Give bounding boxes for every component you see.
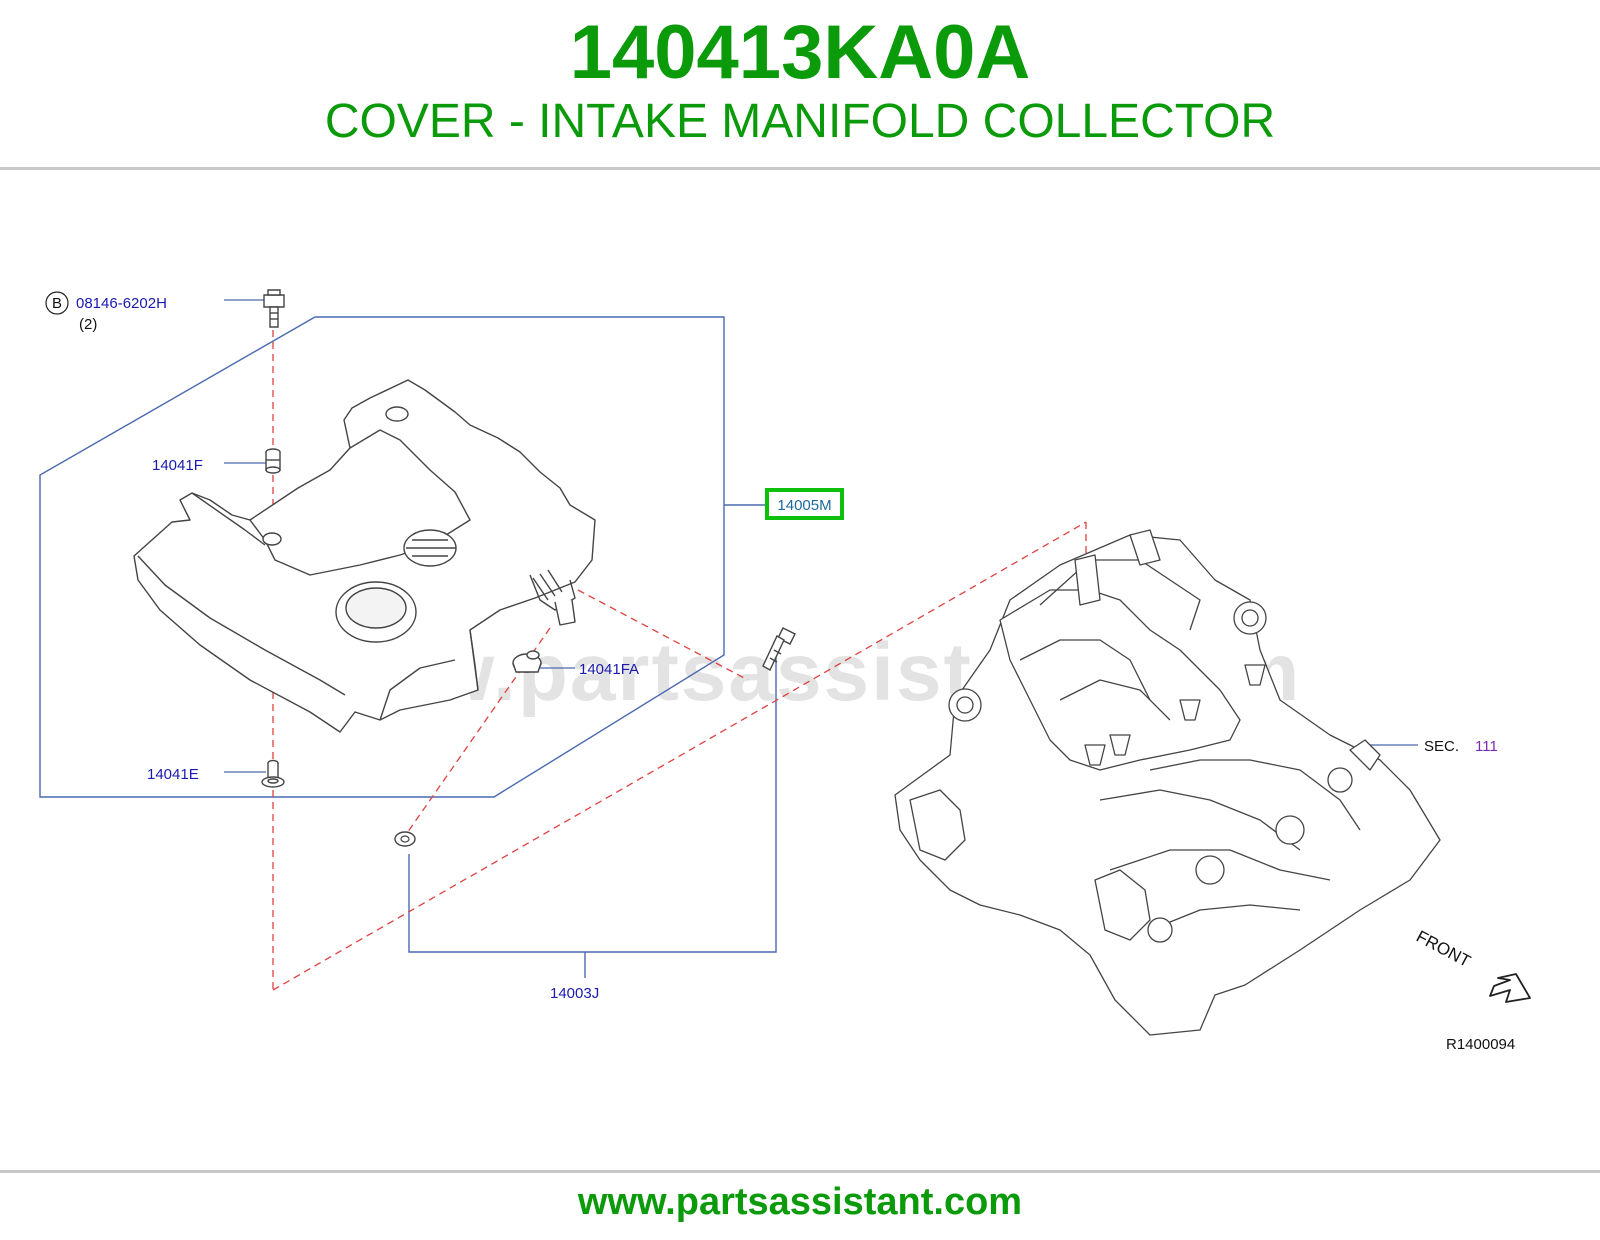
stud-icon: [762, 627, 796, 671]
bolt-icon: [263, 289, 285, 328]
header-divider: [0, 167, 1600, 170]
footer-divider: [0, 1170, 1600, 1173]
bolt-ref-circle: [45, 291, 69, 315]
sec-label: SEC.: [1424, 738, 1459, 755]
washer-hole: [400, 835, 410, 843]
engine-block-drawing: [894, 529, 1441, 1036]
bolt-ref-letter: B: [52, 295, 62, 312]
cover-part-number[interactable]: 14005M: [777, 497, 831, 514]
front-arrow-icon: [1489, 973, 1531, 1003]
engine-cover-drawing: [133, 379, 596, 733]
part-number-title: 140413KA0A: [569, 10, 1031, 95]
bolt-quantity: (2): [79, 316, 97, 333]
sec-number[interactable]: 111: [1475, 738, 1498, 755]
cover-assembly-outline: [39, 316, 725, 798]
grommet-fa-part-number[interactable]: 14041FA: [579, 661, 639, 678]
stud-kit-part-number[interactable]: 14003J: [550, 985, 599, 1002]
grommet-f-part-number[interactable]: 14041F: [152, 457, 203, 474]
front-label: FRONT: [1413, 927, 1474, 971]
cover-highlight-box[interactable]: [765, 488, 844, 520]
bolt-part-number[interactable]: 08146-6202H: [76, 295, 167, 312]
grommet-f-icon: [265, 448, 281, 474]
stud-kit-bracket: [408, 652, 777, 953]
washer-icon: [394, 831, 416, 847]
footer-url[interactable]: www.partsassistant.com: [577, 1181, 1023, 1223]
part-name-subtitle: COVER - INTAKE MANIFOLD COLLECTOR: [324, 95, 1276, 148]
grommet-e-part-number[interactable]: 14041E: [147, 766, 199, 783]
grommet-e-icon: [261, 759, 285, 788]
diagram-ref-code: R1400094: [1446, 1036, 1515, 1053]
grommet-fa-icon: [512, 650, 542, 673]
